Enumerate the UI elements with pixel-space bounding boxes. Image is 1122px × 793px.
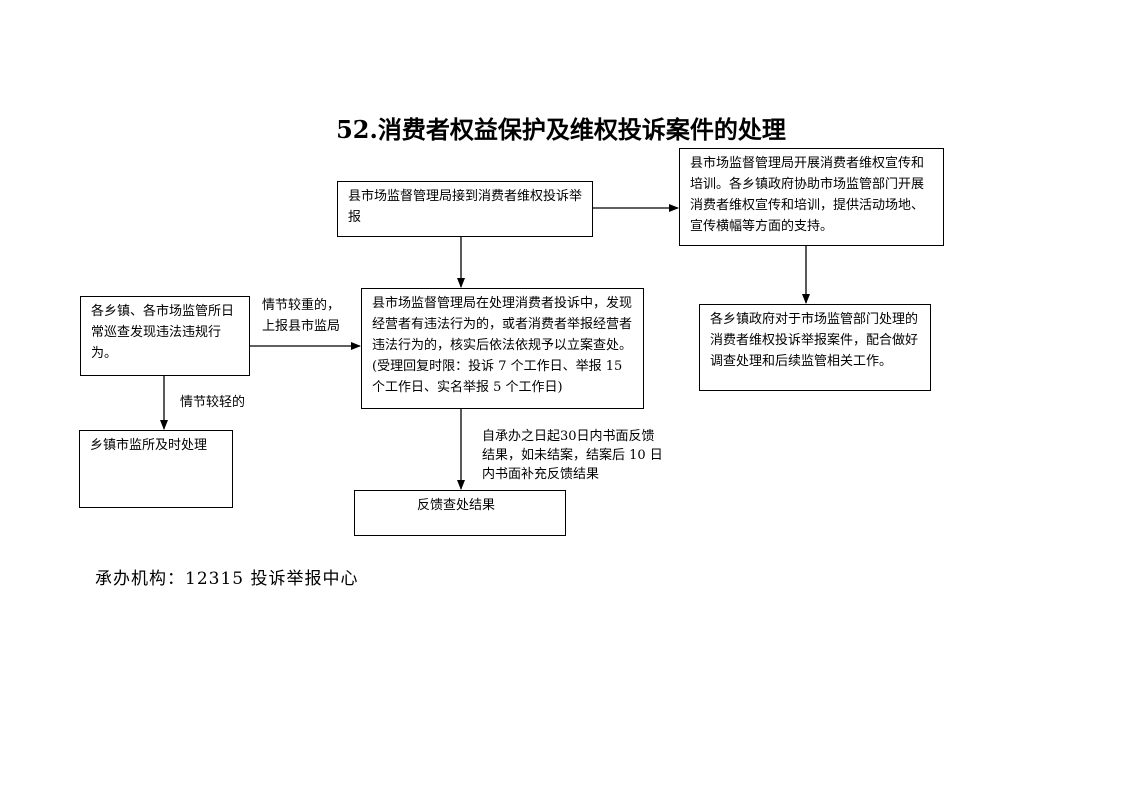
box-receive-complaint: 县市场监督管理局接到消费者维权投诉举报 — [337, 181, 593, 237]
box-feedback-result: 反馈查处结果 — [354, 490, 566, 536]
box-daily-patrol: 各乡镇、各市场监管所日常巡查发现违法违规行为。 — [80, 296, 250, 376]
box-local-handle: 乡镇市监所及时处理 — [79, 430, 233, 508]
footer-organization: 承办机构：12315 投诉举报中心 — [95, 569, 359, 589]
label-minor: 情节较轻的 — [180, 395, 246, 410]
page-title: 52.消费者权益保护及维权投诉案件的处理 — [336, 115, 786, 144]
label-deadline-line2: 结果，如未结案，结案后 10 日 — [482, 448, 663, 463]
box-process-complaint: 县市场监督管理局在处理消费者投诉中，发现经营者有违法行为的，或者消费者举报经营者… — [361, 288, 644, 409]
label-serious-line2: 上报县市监局 — [262, 319, 341, 334]
box-township-handle: 各乡镇政府对于市场监管部门处理的消费者维权投诉举报案件，配合做好调查处理和后续监… — [699, 304, 931, 391]
box-feedback-result-text: 反馈查处结果 — [417, 498, 496, 513]
box-publicity-training: 县市场监督管理局开展消费者维权宣传和培训。各乡镇政府协助市场监管部门开展消费者维… — [679, 148, 944, 246]
label-deadline-line3: 内书面补充反馈结果 — [482, 467, 600, 482]
box-daily-patrol-text: 各乡镇、各市场监管所日常巡查发现违法违规行为。 — [91, 304, 235, 361]
box-process-complaint-text: 县市场监督管理局在处理消费者投诉中，发现经营者有违法行为的，或者消费者举报经营者… — [372, 296, 633, 395]
box-local-handle-text: 乡镇市监所及时处理 — [90, 438, 208, 453]
box-receive-complaint-text: 县市场监督管理局接到消费者维权投诉举报 — [348, 189, 583, 225]
label-deadline-line1: 自承办之日起30日内书面反馈 — [482, 429, 655, 444]
label-serious-line1: 情节较重的， — [262, 298, 341, 313]
box-publicity-training-text: 县市场监督管理局开展消费者维权宣传和培训。各乡镇政府协助市场监管部门开展消费者维… — [690, 156, 925, 234]
box-township-handle-text: 各乡镇政府对于市场监管部门处理的消费者维权投诉举报案件，配合做好调查处理和后续监… — [710, 312, 919, 369]
